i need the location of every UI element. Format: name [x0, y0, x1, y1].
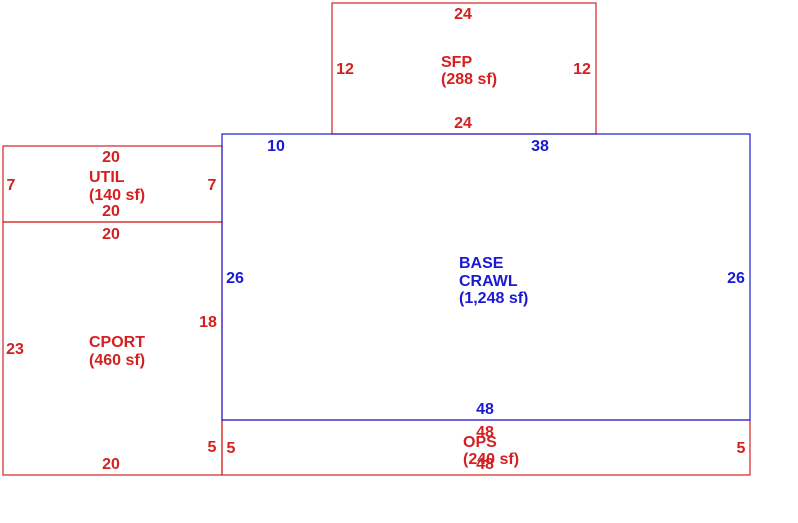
cport-name: CPORT	[89, 334, 145, 351]
cport-left-dimension: 23	[6, 341, 24, 358]
sfp-area: 24 12 12 SFP (288 sf) 24	[331, 2, 597, 135]
base-name-line2: CRAWL	[459, 273, 518, 290]
sfp-top-dimension: 24	[454, 6, 472, 23]
sfp-name: SFP	[441, 54, 472, 71]
base-crawl-area: 10 38 26 26 BASE CRAWL (1,248 sf) 48	[221, 133, 751, 421]
sfp-right-dimension: 12	[573, 61, 591, 78]
util-bottom-dimension: 20	[102, 203, 120, 220]
ops-area-label: (240 sf)	[463, 451, 519, 468]
base-bottom-dimension: 48	[476, 401, 494, 418]
util-area-label: (140 sf)	[89, 187, 145, 204]
cport-right-upper-dimension: 18	[199, 314, 217, 331]
base-right-dimension: 26	[727, 270, 745, 287]
ops-bottom-dimension: 48	[476, 456, 494, 473]
util-right-dimension: 7	[208, 177, 217, 194]
util-top-dimension: 20	[102, 149, 120, 166]
cport-right-lower-dimension: 5	[208, 439, 217, 456]
cport-area: 20 23 18 CPORT (460 sf) 5 20	[2, 221, 223, 476]
util-area: 20 7 7 UTIL (140 sf) 20	[2, 145, 223, 223]
util-name: UTIL	[89, 169, 125, 186]
ops-name: OPS	[463, 434, 497, 451]
ops-left-dimension: 5	[227, 440, 236, 457]
sfp-left-dimension: 12	[336, 61, 354, 78]
base-name-line1: BASE	[459, 255, 504, 272]
ops-right-dimension: 5	[737, 440, 746, 457]
base-area-label: (1,248 sf)	[459, 290, 528, 307]
util-left-dimension: 7	[7, 177, 16, 194]
cport-area-label: (460 sf)	[89, 352, 145, 369]
base-left-dimension: 26	[226, 270, 244, 287]
base-top-right-dimension: 38	[531, 138, 549, 155]
cport-top-dimension: 20	[102, 226, 120, 243]
sfp-bottom-dimension: 24	[454, 115, 472, 132]
ops-area: 48 5 5 OPS 48 (240 sf)	[221, 419, 751, 476]
sfp-area-label: (288 sf)	[441, 71, 497, 88]
base-outline	[221, 133, 751, 421]
ops-top-dimension: 48	[476, 424, 494, 441]
base-top-left-dimension: 10	[267, 138, 285, 155]
cport-bottom-dimension: 20	[102, 456, 120, 473]
